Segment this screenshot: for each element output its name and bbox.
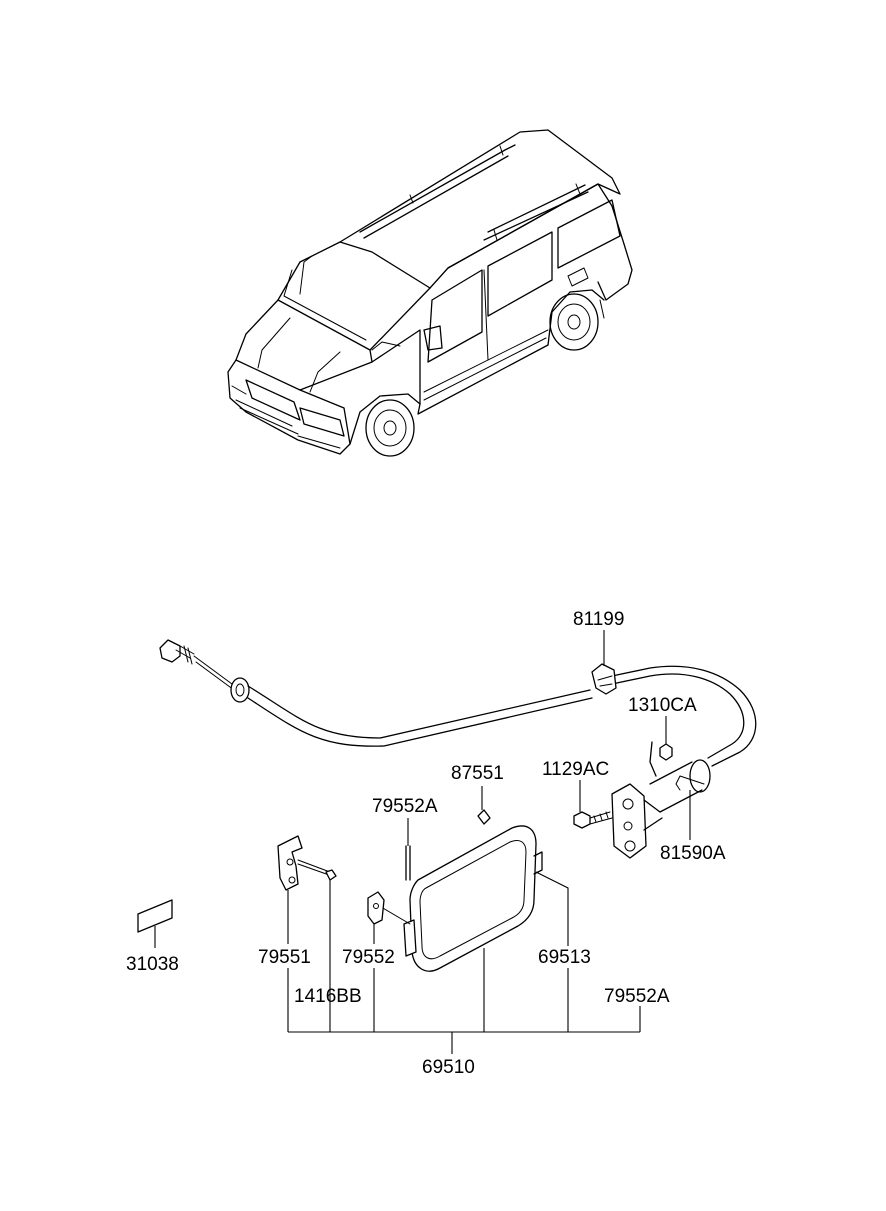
label-31038: 31038 xyxy=(126,954,179,975)
minivan-illustration xyxy=(227,129,633,457)
release-cable xyxy=(159,639,757,859)
label-81199: 81199 xyxy=(573,609,624,630)
label-87551: 87551 xyxy=(451,763,504,784)
clip-87551 xyxy=(477,809,491,825)
label-81590A: 81590A xyxy=(660,843,726,864)
pin-79552A xyxy=(405,845,411,881)
label-69513: 69513 xyxy=(538,947,591,968)
hinge-bracket-79551 xyxy=(277,835,333,891)
leader-lines xyxy=(154,630,691,1054)
label-79552A-top: 79552A xyxy=(372,796,438,817)
fuel-filler-door xyxy=(375,825,543,972)
label-1416BB: 1416BB xyxy=(294,986,362,1007)
screw-1416BB xyxy=(325,869,337,881)
label-69510: 69510 xyxy=(422,1057,475,1078)
label-79551: 79551 xyxy=(258,947,311,968)
label-79552A-bottom: 79552A xyxy=(604,986,670,1007)
part-labels: 81199 1310CA 1129AC 87551 79552A 81590A … xyxy=(126,609,726,1078)
label-31038 xyxy=(137,899,173,933)
bracket-79552 xyxy=(367,891,385,925)
label-1129AC: 1129AC xyxy=(542,759,609,780)
label-1310CA: 1310CA xyxy=(628,695,697,716)
label-79552: 79552 xyxy=(342,947,395,968)
